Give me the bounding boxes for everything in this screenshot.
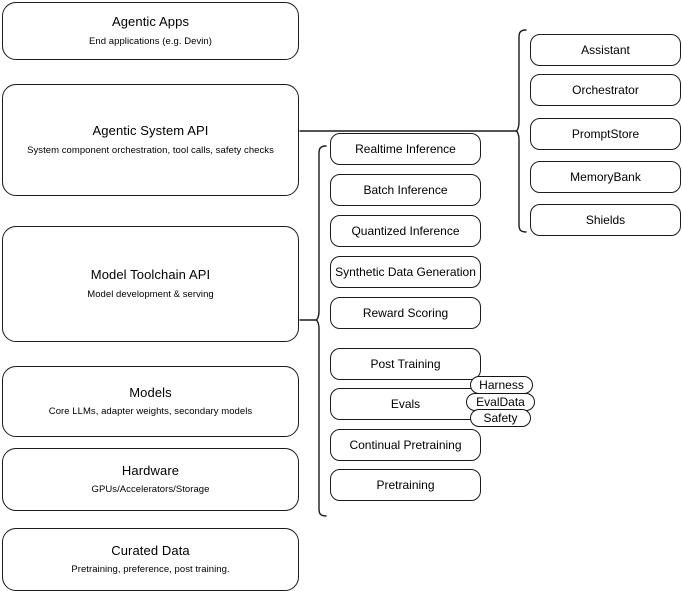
toolchain-box-label: Batch Inference bbox=[363, 182, 448, 197]
evals-badge-safety[interactable]: Safety bbox=[470, 409, 531, 427]
toolchain-box-evals[interactable]: Evals bbox=[330, 388, 481, 420]
layer-subtitle: System component orchestration, tool cal… bbox=[27, 144, 274, 156]
layer-box-agentic-apps[interactable]: Agentic Apps End applications (e.g. Devi… bbox=[2, 2, 299, 60]
layer-title: Hardware bbox=[121, 462, 180, 478]
toolchain-box-label: Realtime Inference bbox=[355, 141, 456, 156]
layer-title: Agentic System API bbox=[92, 123, 209, 139]
toolchain-box-label: Quantized Inference bbox=[351, 223, 460, 238]
layer-title: Agentic Apps bbox=[111, 14, 190, 30]
system-box-assistant[interactable]: Assistant bbox=[530, 34, 681, 66]
toolchain-box-batch-inference[interactable]: Batch Inference bbox=[330, 174, 481, 206]
evals-badge-label: Safety bbox=[483, 411, 518, 425]
system-box-shields[interactable]: Shields bbox=[530, 204, 681, 236]
toolchain-box-label: Continual Pretraining bbox=[349, 437, 462, 452]
layer-subtitle: End applications (e.g. Devin) bbox=[89, 35, 212, 47]
system-box-label: Orchestrator bbox=[572, 82, 639, 97]
system-box-label: PromptStore bbox=[571, 126, 640, 141]
evals-badge-harness[interactable]: Harness bbox=[470, 376, 533, 394]
layer-box-curated-data[interactable]: Curated Data Pretraining, preference, po… bbox=[2, 528, 299, 591]
layer-title: Models bbox=[129, 384, 172, 400]
system-box-label: MemoryBank bbox=[570, 169, 641, 184]
toolchain-box-pretraining[interactable]: Pretraining bbox=[330, 469, 481, 501]
toolchain-box-reward-scoring[interactable]: Reward Scoring bbox=[330, 297, 481, 329]
layer-subtitle: Model development & serving bbox=[87, 288, 214, 300]
toolchain-box-label: Synthetic Data Generation bbox=[335, 264, 476, 279]
system-box-label: Shields bbox=[585, 212, 626, 227]
layer-box-agentic-system-api[interactable]: Agentic System API System component orch… bbox=[2, 84, 299, 196]
toolchain-box-continual-pretraining[interactable]: Continual Pretraining bbox=[330, 429, 481, 461]
toolchain-box-label: Evals bbox=[390, 396, 421, 411]
layer-subtitle: GPUs/Accelerators/Storage bbox=[91, 484, 210, 496]
layer-title: Curated Data bbox=[111, 542, 190, 558]
system-box-label: Assistant bbox=[581, 42, 630, 57]
toolchain-box-label: Post Training bbox=[370, 356, 441, 371]
layer-subtitle: Pretraining, preference, post training. bbox=[71, 564, 230, 576]
evals-badge-label: Harness bbox=[479, 378, 524, 392]
layer-title: Model Toolchain API bbox=[90, 267, 211, 283]
layer-subtitle: Core LLMs, adapter weights, secondary mo… bbox=[48, 406, 253, 418]
layer-box-model-toolchain-api[interactable]: Model Toolchain API Model development & … bbox=[2, 226, 299, 342]
toolchain-box-synthetic-data-generation[interactable]: Synthetic Data Generation bbox=[330, 256, 481, 288]
toolchain-box-realtime-inference[interactable]: Realtime Inference bbox=[330, 133, 481, 165]
brace-system-components bbox=[515, 29, 527, 233]
toolchain-box-quantized-inference[interactable]: Quantized Inference bbox=[330, 215, 481, 247]
brace-toolchain-components bbox=[315, 145, 327, 517]
system-box-promptstore[interactable]: PromptStore bbox=[530, 118, 681, 150]
system-box-memorybank[interactable]: MemoryBank bbox=[530, 161, 681, 193]
evals-badge-label: EvalData bbox=[476, 395, 525, 409]
toolchain-box-label: Reward Scoring bbox=[362, 305, 449, 320]
system-box-orchestrator[interactable]: Orchestrator bbox=[530, 74, 681, 106]
layer-box-models[interactable]: Models Core LLMs, adapter weights, secon… bbox=[2, 366, 299, 437]
toolchain-box-label: Pretraining bbox=[376, 477, 435, 492]
layer-box-hardware[interactable]: Hardware GPUs/Accelerators/Storage bbox=[2, 448, 299, 511]
toolchain-box-post-training[interactable]: Post Training bbox=[330, 348, 481, 380]
